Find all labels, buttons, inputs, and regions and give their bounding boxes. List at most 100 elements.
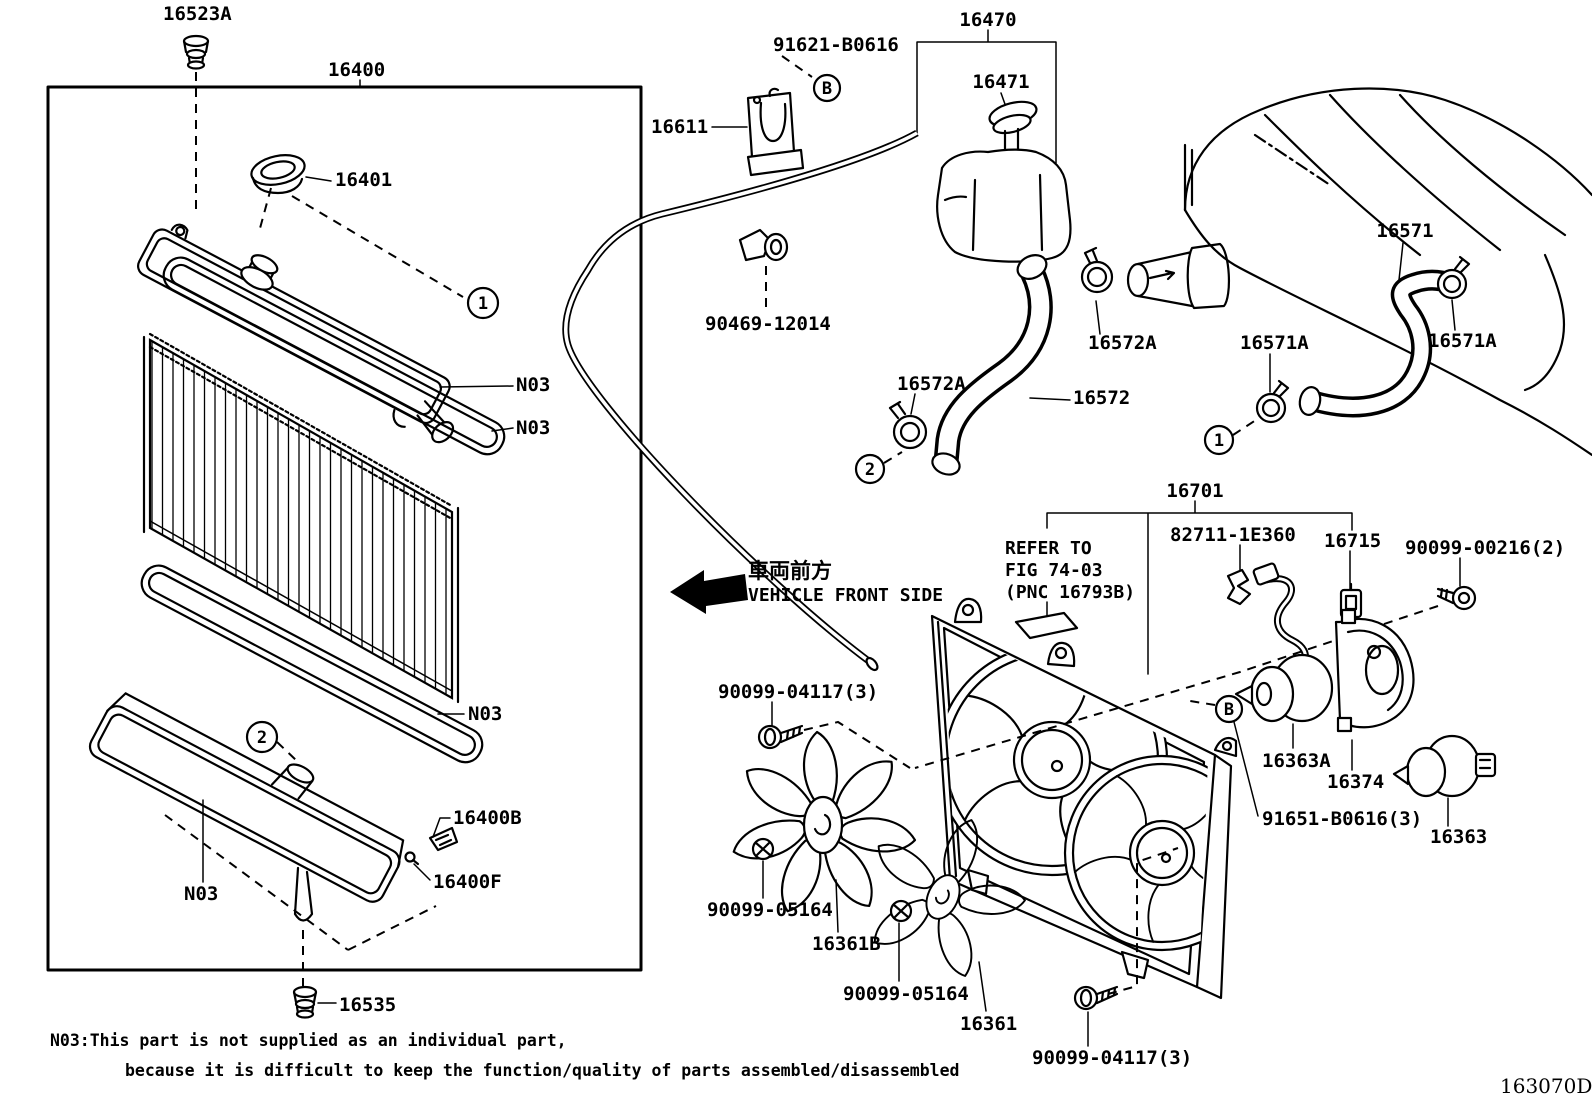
label-16363A: 16363A xyxy=(1262,750,1331,772)
clamp-16571A-right-drawing xyxy=(1436,255,1471,300)
reserve-tank-group: 16611 91621-B0616 B 16470 16471 xyxy=(562,9,1231,672)
note-line1: N03:This part is not supplied as an indi… xyxy=(50,1031,567,1050)
reserve-tank-16470-drawing xyxy=(936,148,1072,263)
label-16611: 16611 xyxy=(651,116,708,138)
radiator-core-drawing xyxy=(142,332,460,704)
label-16571A-right: 16571A xyxy=(1428,330,1497,352)
front-direction-arrow-icon xyxy=(670,570,748,614)
refer-note-line3: (PNC 16793B) xyxy=(1005,582,1135,603)
vehicle-front-direction: 車両前方 VEHICLE FRONT SIDE xyxy=(670,559,943,614)
label-90099-00216: 90099-00216(2) xyxy=(1405,537,1565,559)
callout-2-label: 2 xyxy=(257,728,267,748)
callout-1-label: 1 xyxy=(478,294,488,314)
grommet-16535-drawing xyxy=(292,985,318,1019)
label-N03-2: N03 xyxy=(516,417,550,439)
motor-wire-drawing xyxy=(1252,562,1309,666)
label-N03-3: N03 xyxy=(468,703,502,725)
label-90099-04117-bottom: 90099-04117(3) xyxy=(1032,1047,1192,1069)
part-frame-16400 xyxy=(46,85,643,972)
bolt-90099-04117-upper-drawing xyxy=(757,724,804,750)
clamp-16572A-left-drawing xyxy=(888,400,928,450)
diagram-code: 163070D xyxy=(1500,1074,1592,1098)
callout-B-shroud: B xyxy=(1214,694,1244,724)
label-91651-B0616: 91651-B0616(3) xyxy=(1262,808,1422,830)
caution-tag-drawing xyxy=(1014,611,1079,640)
label-16374: 16374 xyxy=(1327,771,1384,793)
label-16523A: 16523A xyxy=(163,3,232,25)
callout-1-hose-label: 1 xyxy=(1214,431,1224,451)
label-90099-04117-upper: 90099-04117(3) xyxy=(718,681,878,703)
fan-16361B-drawing xyxy=(728,730,919,919)
label-N03-1: N03 xyxy=(516,374,550,396)
fan-16361-drawing xyxy=(865,814,1028,981)
label-16361: 16361 xyxy=(960,1013,1017,1035)
engine-outline-drawing xyxy=(1183,87,1592,457)
engine-hose-group: 16571 16571A 16571A 1 xyxy=(1183,87,1592,457)
shroud-fan-openings xyxy=(944,643,1208,952)
hose-16571-drawing xyxy=(1298,269,1461,418)
drain-cock-16400B-drawing xyxy=(428,826,459,852)
label-16701: 16701 xyxy=(1166,480,1223,502)
label-16571: 16571 xyxy=(1376,220,1433,242)
label-16572: 16572 xyxy=(1073,387,1130,409)
label-16471: 16471 xyxy=(972,71,1029,93)
label-16361B: 16361B xyxy=(812,933,881,955)
overflow-tube-drawing xyxy=(562,129,919,672)
label-16572A-left: 16572A xyxy=(897,373,966,395)
label-16401: 16401 xyxy=(335,169,392,191)
label-90469-12014: 90469-12014 xyxy=(705,313,831,335)
clamp-16572A-right-drawing xyxy=(1080,246,1114,294)
label-16572A-right: 16572A xyxy=(1088,332,1157,354)
bolt-90099-00216-drawing xyxy=(1436,585,1477,611)
bracket-16611-drawing xyxy=(746,87,805,177)
label-16535: 16535 xyxy=(339,994,396,1016)
lower-tank-foot xyxy=(293,866,314,922)
callout-B-top: B xyxy=(812,73,842,103)
callout-2-radiator: 2 xyxy=(245,720,279,754)
label-91621-B0616: 91621-B0616 xyxy=(773,34,899,56)
motor-housing-16374-drawing xyxy=(1334,608,1415,733)
radiator-cap-16401-drawing xyxy=(250,154,306,195)
label-90099-05164-center: 90099-05164 xyxy=(843,983,969,1005)
callout-1-hose: 1 xyxy=(1203,424,1235,456)
callout-B-shroud-label: B xyxy=(1224,700,1234,720)
note-line2: because it is difficult to keep the func… xyxy=(125,1061,959,1080)
radiator-assembly-group: 1 xyxy=(46,3,643,1019)
clip-90469-12014-drawing xyxy=(738,228,789,262)
callout-B-top-label: B xyxy=(822,79,832,99)
label-16363: 16363 xyxy=(1430,826,1487,848)
label-16571A-left: 16571A xyxy=(1240,332,1309,354)
grommet-16523A-drawing xyxy=(182,34,210,70)
nut-90099-05164-center-drawing xyxy=(889,899,913,923)
bolt-90099-04117-bottom-drawing xyxy=(1073,985,1119,1011)
clamp-16571A-left-drawing xyxy=(1255,379,1290,424)
label-16400B: 16400B xyxy=(453,807,522,829)
nut-90099-05164-left-drawing xyxy=(751,837,775,861)
hose-16572-drawing xyxy=(931,254,1053,476)
radiator-upper-tank-drawing xyxy=(137,223,455,444)
label-16400F: 16400F xyxy=(433,871,502,893)
plug-16400F-drawing xyxy=(404,851,420,866)
wire-clamp-82711-drawing xyxy=(1226,568,1252,606)
fan-motor-16363-drawing xyxy=(1392,734,1497,798)
water-inlet-flange-drawing xyxy=(1126,242,1231,310)
radiator-lower-tank-drawing xyxy=(88,692,405,903)
refer-note-line1: REFER TO xyxy=(1005,538,1092,559)
refer-note-line2: FIG 74-03 xyxy=(1005,560,1103,581)
label-90099-05164-left: 90099-05164 xyxy=(707,899,833,921)
label-16470: 16470 xyxy=(959,9,1016,31)
fan-shroud-group: 16701 REFER TO FIG 74-03 (PNC 16793B) xyxy=(707,480,1565,1069)
callout-2-hose-label: 2 xyxy=(865,460,875,480)
label-16400: 16400 xyxy=(328,59,385,81)
label-16715: 16715 xyxy=(1324,530,1381,552)
direction-label-jp: 車両前方 xyxy=(748,559,832,583)
label-82711-1E360: 82711-1E360 xyxy=(1170,524,1296,546)
callout-1-radiator: 1 xyxy=(466,286,500,320)
label-N03-4: N03 xyxy=(184,883,218,905)
callout-2-hose: 2 xyxy=(854,453,886,485)
upper-gasket-drawing xyxy=(162,256,506,456)
direction-label-en: VEHICLE FRONT SIDE xyxy=(748,585,943,606)
fan-motor-16363A-drawing xyxy=(1234,653,1334,723)
